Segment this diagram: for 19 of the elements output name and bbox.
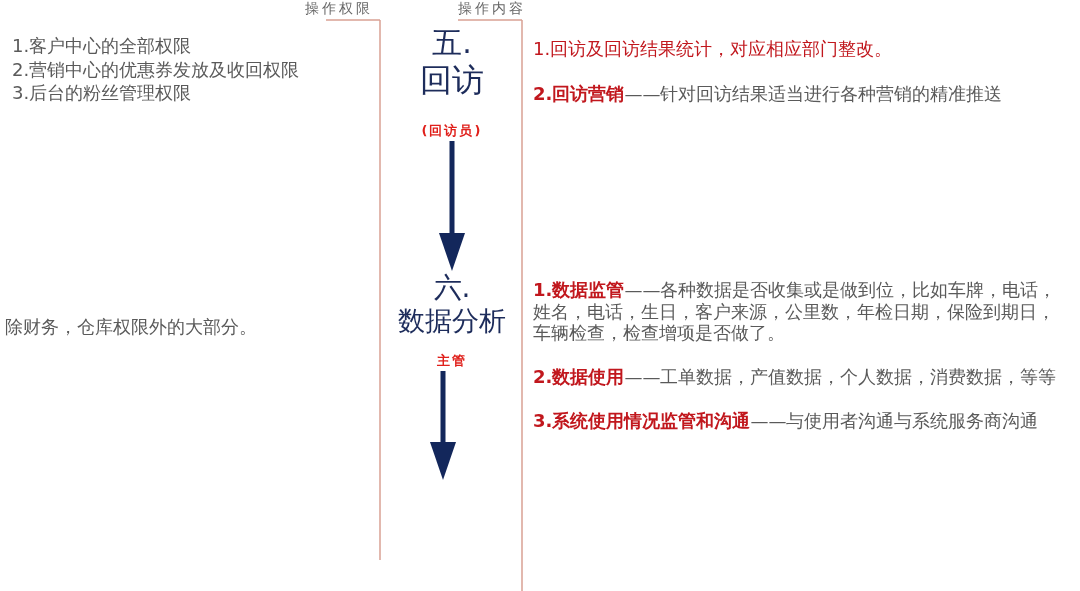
column-header: 操作内容 <box>458 0 526 16</box>
content-item: 2.回访营销——针对回访结果适当进行各种营销的精准推送 <box>533 83 1003 105</box>
role-label: (回访员) <box>421 122 483 140</box>
step-title: 回访 <box>420 60 484 100</box>
content-item: 2.数据使用——工单数据，产值数据，个人数据，消费数据，等等 <box>533 366 1057 388</box>
role-label: 主管 <box>437 352 467 370</box>
column-header: 操作权限 <box>305 0 373 16</box>
step-number: 六. <box>433 272 471 304</box>
permission-item: 1.客户中心的全部权限 <box>12 35 192 57</box>
step-number: 五. <box>432 26 472 60</box>
permission-item: 2.营销中心的优惠券发放及收回权限 <box>12 59 300 81</box>
permission-item: 3.后台的粉丝管理权限 <box>12 82 192 104</box>
content-item: 1.回访及回访结果统计，对应相应部门整改。 <box>533 38 893 60</box>
step-title: 数据分析 <box>398 304 506 338</box>
permission-text: 除财务，仓库权限外的大部分。 <box>5 316 257 338</box>
content-item: 3.系统使用情况监管和沟通——与使用者沟通与系统服务商沟通 <box>533 410 1039 432</box>
arrow <box>430 371 456 480</box>
arrow <box>439 141 465 271</box>
content-item: 1.数据监管——各种数据是否收集或是做到位，比如车牌，电话，姓名，电话，生日，客户来源，公里数，年检日期，保险到期日，车辆检查，检查增项是否做了。 <box>533 279 1058 344</box>
